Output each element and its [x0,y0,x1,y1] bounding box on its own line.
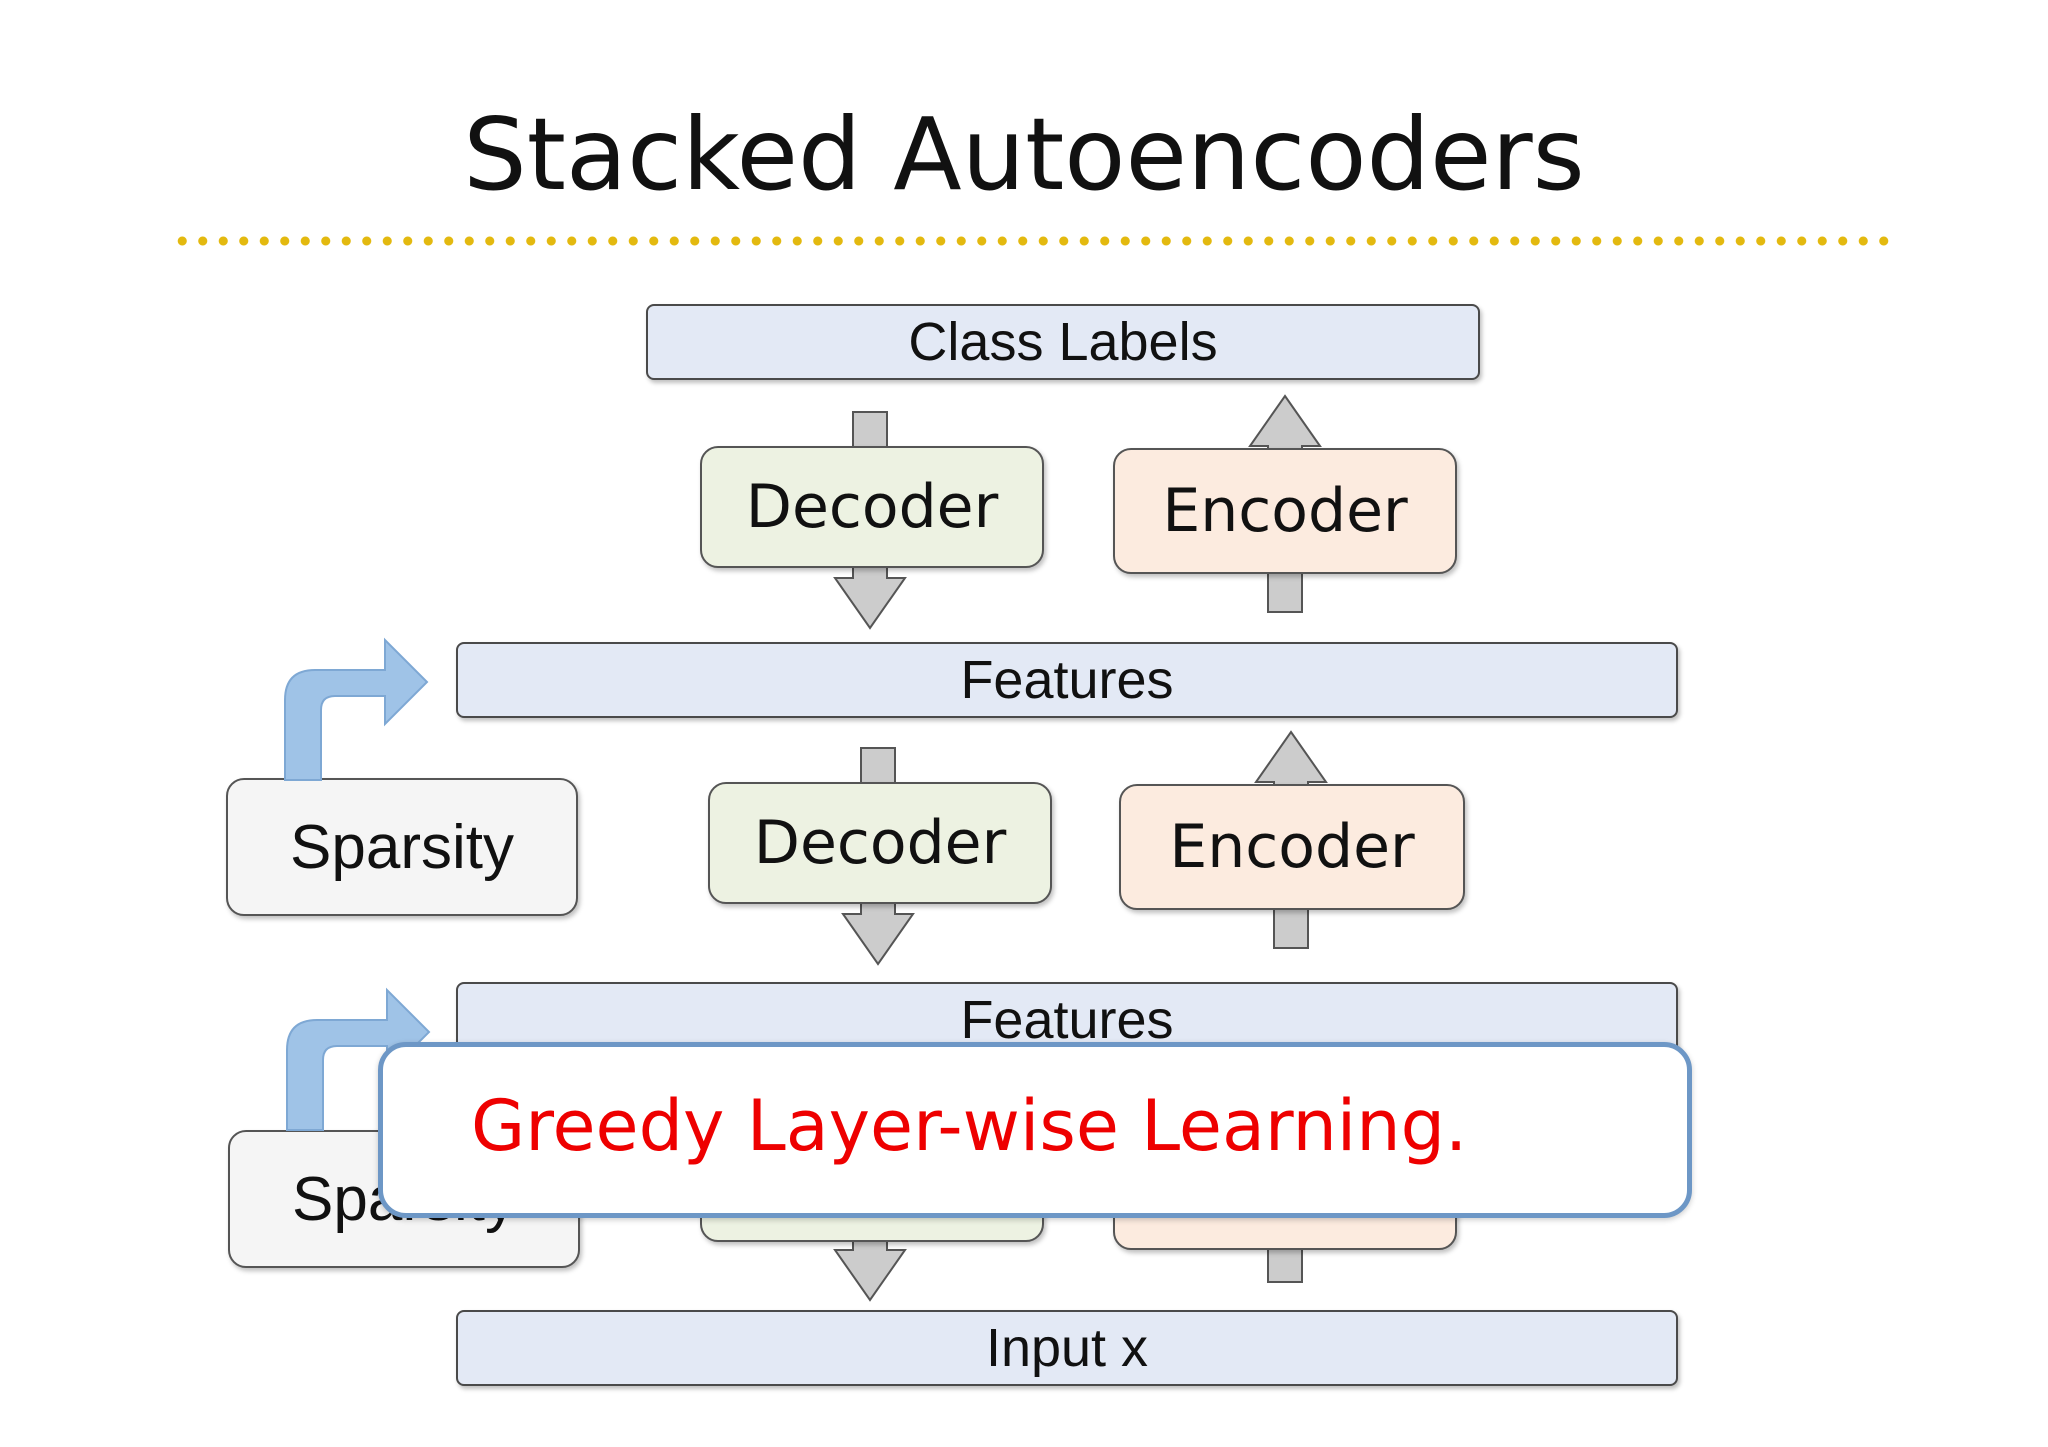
encoder-label: Encoder [1169,812,1415,882]
sparsity-label: Sparsity [290,812,514,882]
overlay-callout: Greedy Layer-wise Learning. [378,1042,1692,1218]
encoder-box-upper: Encoder [1113,448,1457,574]
sparsity-box-upper: Sparsity [226,778,578,916]
decoder-box-upper: Decoder [700,446,1044,568]
bent-arrow-icon [284,637,429,781]
input-x-bar: Input x [456,1310,1678,1386]
decoder-box-middle: Decoder [708,782,1052,904]
slide-title: Stacked Autoencoders [463,96,1585,213]
features-label-lower: Features [960,990,1174,1050]
encoder-label: Encoder [1162,476,1408,546]
dotted-divider [172,236,1892,246]
overlay-text: Greedy Layer-wise Learning. [471,1085,1468,1167]
decoder-label: Decoder [753,808,1007,878]
features-bar-upper: Features [456,642,1678,718]
decoder-label: Decoder [745,472,999,542]
encoder-box-middle: Encoder [1119,784,1465,910]
class-labels-bar: Class Labels [646,304,1480,380]
class-labels-label: Class Labels [908,312,1218,372]
input-x-label: Input x [985,1318,1149,1378]
features-label-upper: Features [960,650,1174,710]
